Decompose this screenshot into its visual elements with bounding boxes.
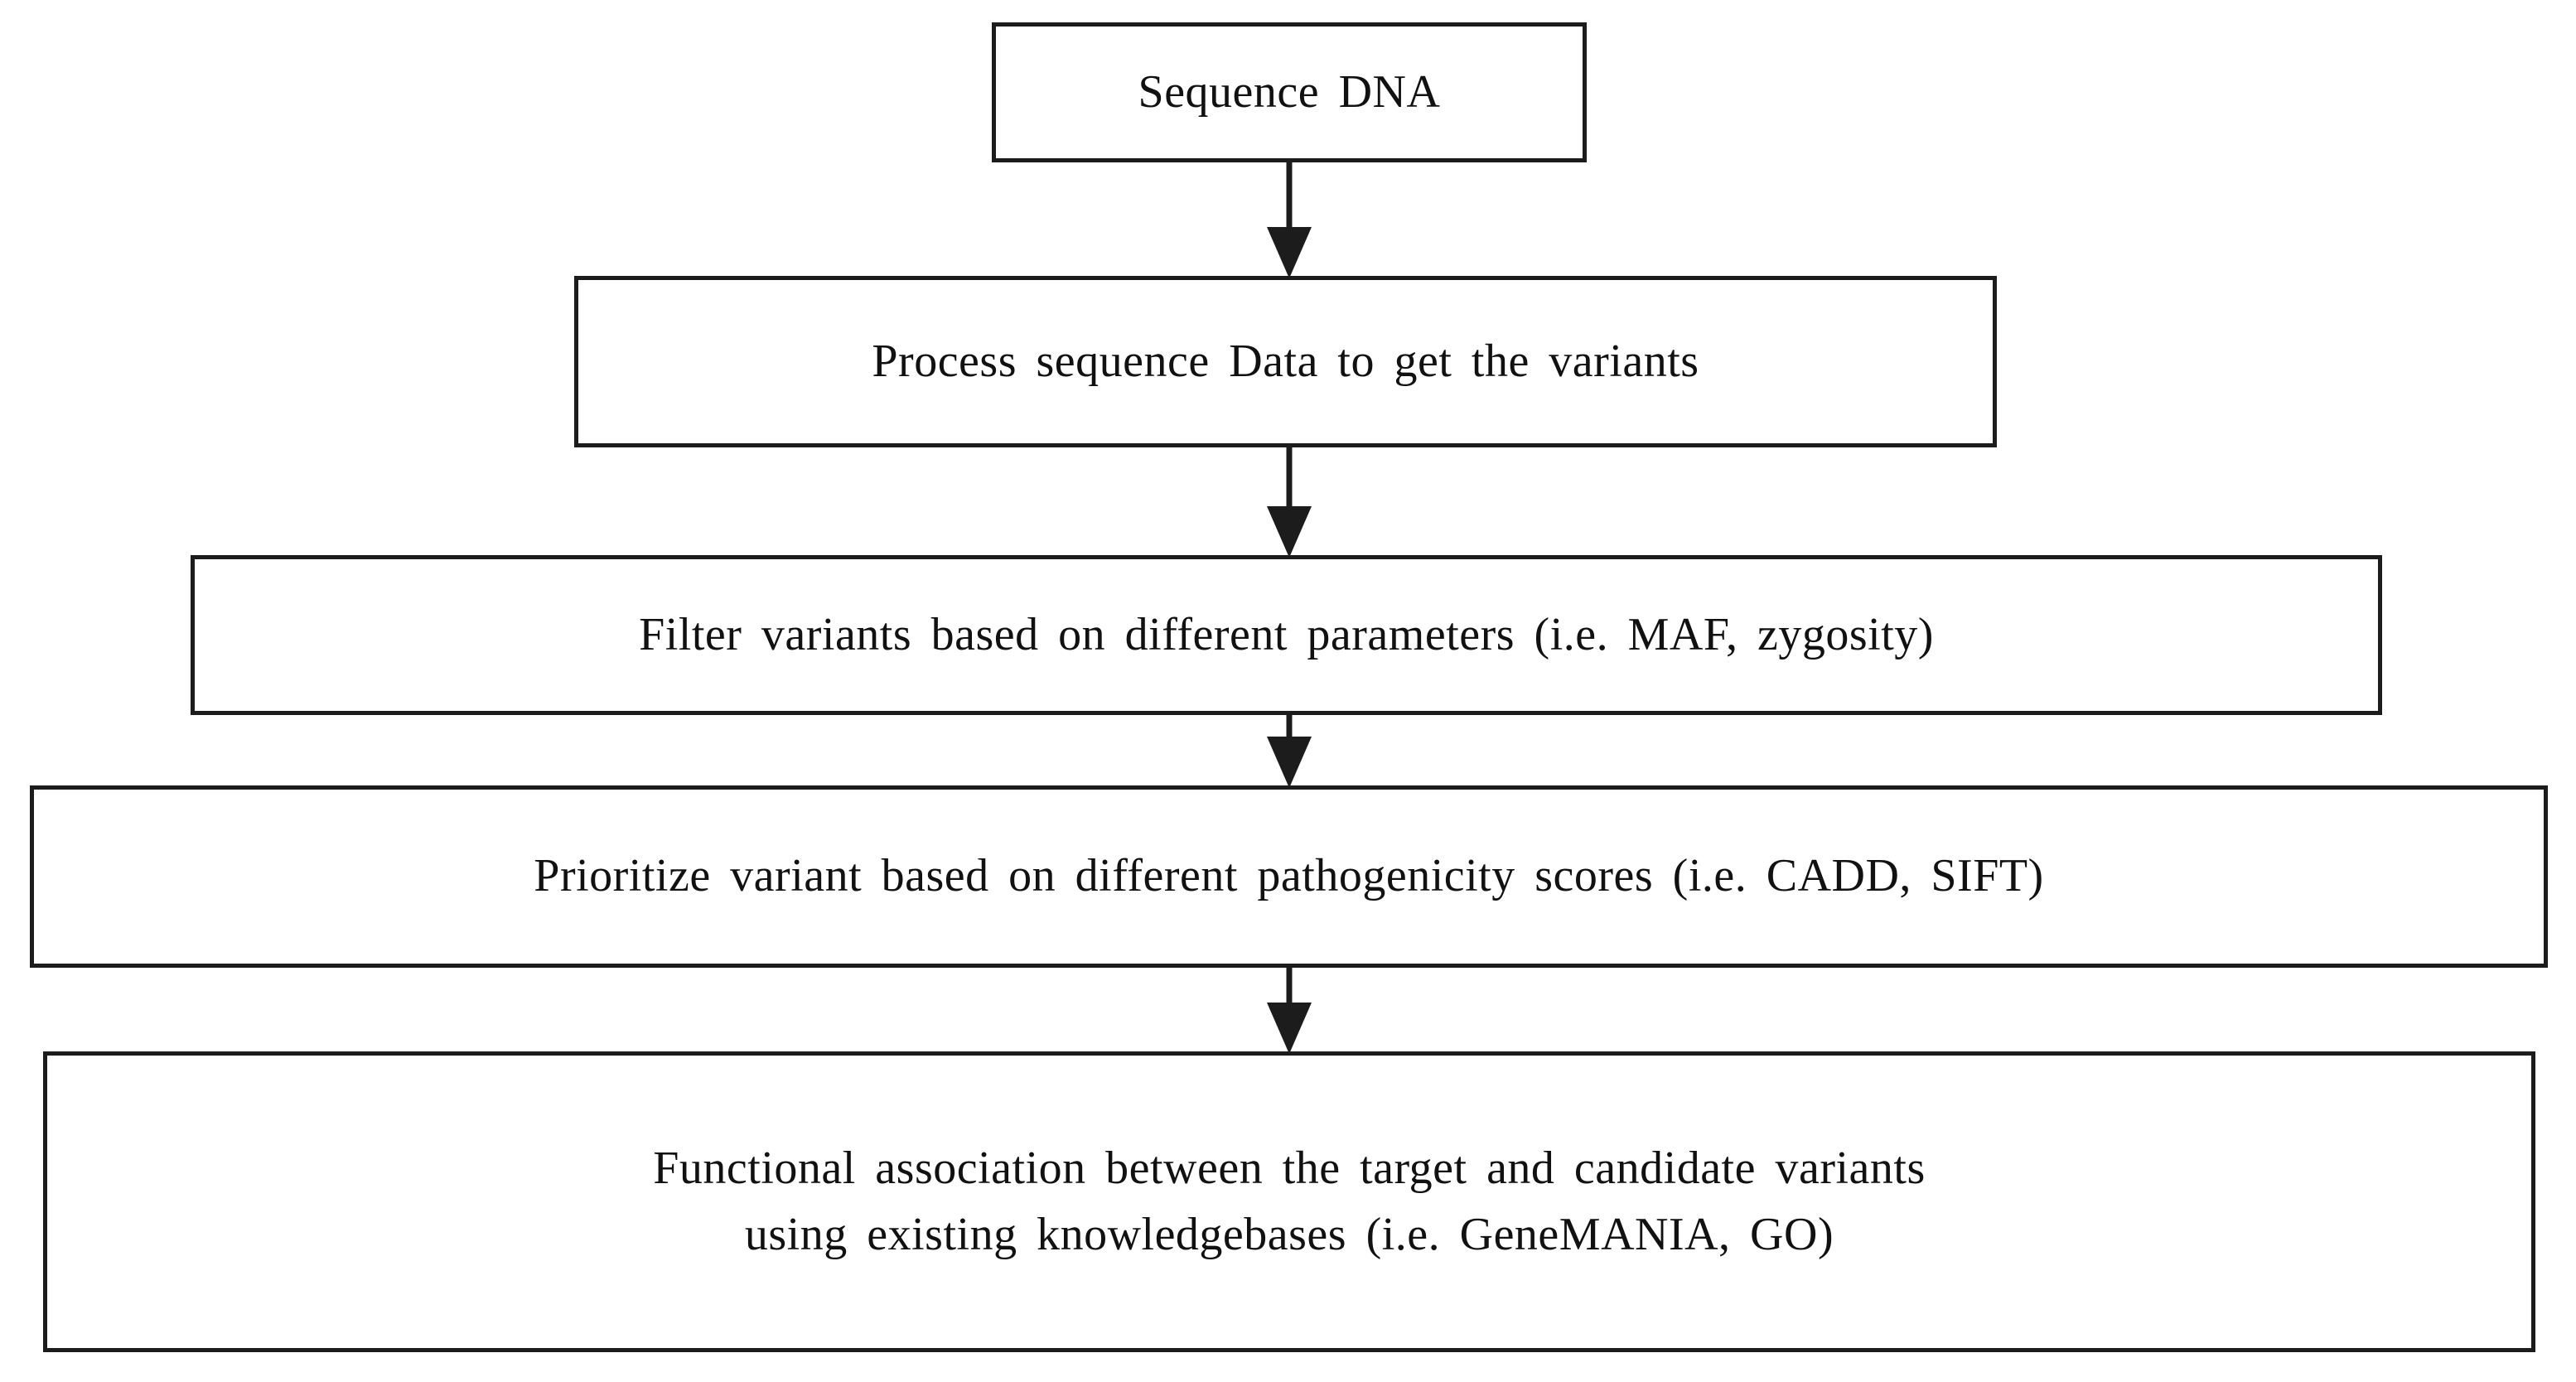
- connector-arrowhead: [1267, 1003, 1312, 1054]
- flow-step-prioritize-variant: Prioritize variant based on different pa…: [30, 785, 2548, 968]
- connector-arrowhead: [1267, 506, 1312, 558]
- flow-step-label: Prioritize variant based on different pa…: [534, 850, 2044, 902]
- flow-step-sequence-dna: Sequence DNA: [992, 22, 1587, 162]
- flow-step-label: Sequence DNA: [1138, 65, 1441, 118]
- flow-step-label: Filter variants based on different param…: [639, 608, 1934, 660]
- connector-arrowhead: [1267, 227, 1312, 278]
- flow-step-process-sequence-data: Process sequence Data to get the variant…: [574, 276, 1997, 447]
- connector-arrowhead: [1267, 737, 1312, 788]
- flow-step-functional-association: Functional association between the targe…: [43, 1051, 2535, 1352]
- flow-step-label: Functional association between the targe…: [653, 1142, 1926, 1260]
- flow-step-label: Process sequence Data to get the variant…: [872, 335, 1699, 387]
- flow-step-filter-variants: Filter variants based on different param…: [191, 555, 2382, 715]
